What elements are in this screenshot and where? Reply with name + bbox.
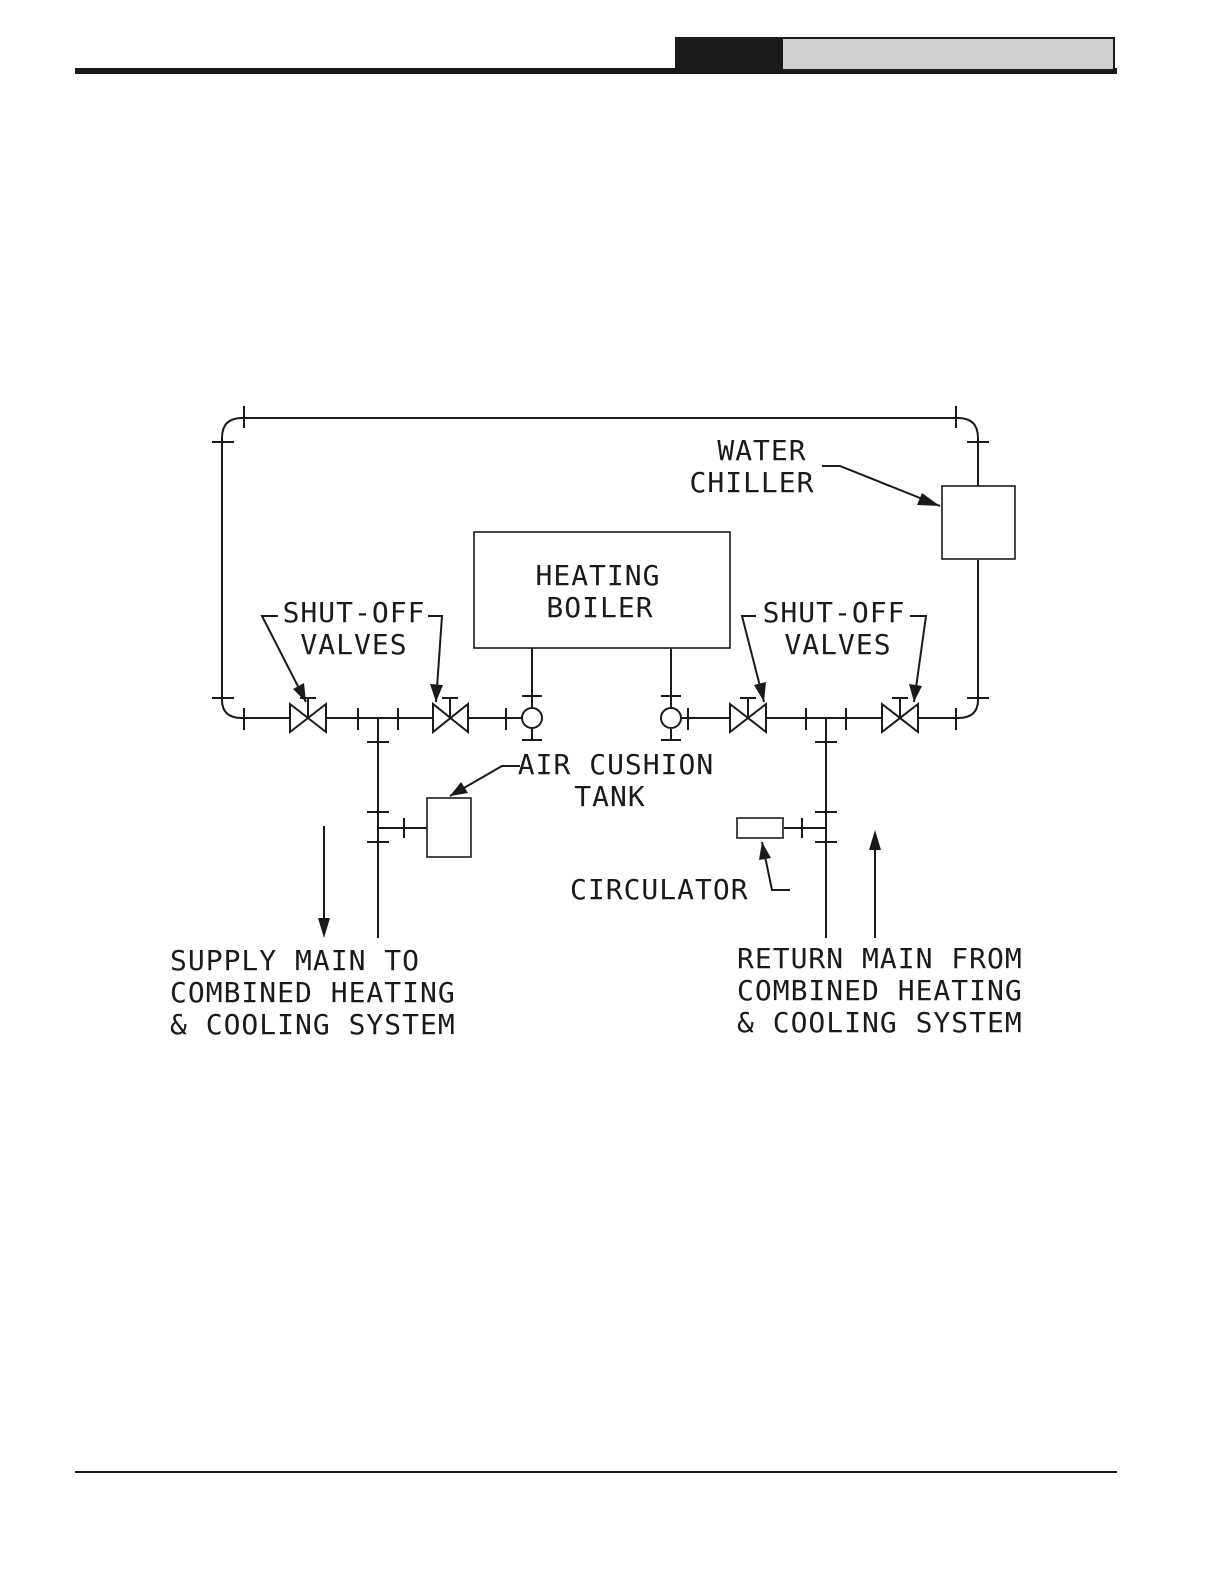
shutoff-valves-right-label-line-1: SHUT-OFF xyxy=(763,596,906,629)
heating-boiler-label: HEATING BOILER xyxy=(535,559,660,624)
return-main-label: RETURN MAIN FROM COMBINED HEATING & COOL… xyxy=(737,942,1023,1039)
supply-main-label-line-2: COMBINED HEATING xyxy=(170,976,456,1009)
water-chiller-box xyxy=(942,486,1015,559)
supply-main-label-line-1: SUPPLY MAIN TO xyxy=(170,944,420,977)
water-chiller-label-line-1: WATER xyxy=(717,434,806,467)
return-header-pipe xyxy=(681,708,882,730)
circulator-box xyxy=(737,818,783,838)
boiler-return-connection xyxy=(661,648,681,740)
leader-air-cushion-tank xyxy=(450,766,520,796)
leader-water-chiller xyxy=(822,466,940,506)
shutoff-valves-left-label-line-2: VALVES xyxy=(300,628,407,661)
shutoff-valves-left-label: SHUT-OFF VALVES xyxy=(283,596,426,661)
water-chiller-label-line-2: CHILLER xyxy=(689,466,814,499)
shutoff-valve-left-1 xyxy=(290,698,326,732)
shutoff-valve-right-2 xyxy=(882,698,918,732)
shutoff-valves-right-label-line-2: VALVES xyxy=(784,628,891,661)
return-main-label-line-2: COMBINED HEATING xyxy=(737,974,1023,1007)
shutoff-valve-right-1 xyxy=(730,698,766,732)
supply-main-pipe xyxy=(367,718,428,938)
air-cushion-tank-label: AIR CUSHION TANK xyxy=(518,748,714,813)
water-chiller-label: WATER CHILLER xyxy=(689,434,814,499)
air-cushion-tank-box xyxy=(427,798,471,857)
boiler-supply-connection xyxy=(522,648,542,740)
supply-main-label: SUPPLY MAIN TO COMBINED HEATING & COOLIN… xyxy=(170,944,456,1041)
heating-boiler-label-line-1: HEATING xyxy=(535,559,660,592)
circulator-label: CIRCULATOR xyxy=(570,873,749,906)
air-cushion-tank-label-line-1: AIR CUSHION xyxy=(518,748,714,781)
air-cushion-tank-label-line-2: TANK xyxy=(574,780,645,813)
supply-flow-arrow xyxy=(318,826,330,938)
heating-boiler-label-line-2: BOILER xyxy=(546,591,653,624)
shutoff-valve-left-2 xyxy=(433,698,468,732)
return-main-label-line-1: RETURN MAIN FROM xyxy=(737,942,1023,975)
return-main-pipe xyxy=(784,718,837,938)
return-flow-arrow xyxy=(869,830,881,938)
supply-header-pipe xyxy=(326,708,522,730)
shutoff-valves-left-label-line-1: SHUT-OFF xyxy=(283,596,426,629)
supply-main-label-line-3: & COOLING SYSTEM xyxy=(170,1008,456,1041)
return-main-label-line-3: & COOLING SYSTEM xyxy=(737,1006,1023,1039)
leader-circulator xyxy=(759,842,790,890)
shutoff-valves-right-label: SHUT-OFF VALVES xyxy=(763,596,906,661)
